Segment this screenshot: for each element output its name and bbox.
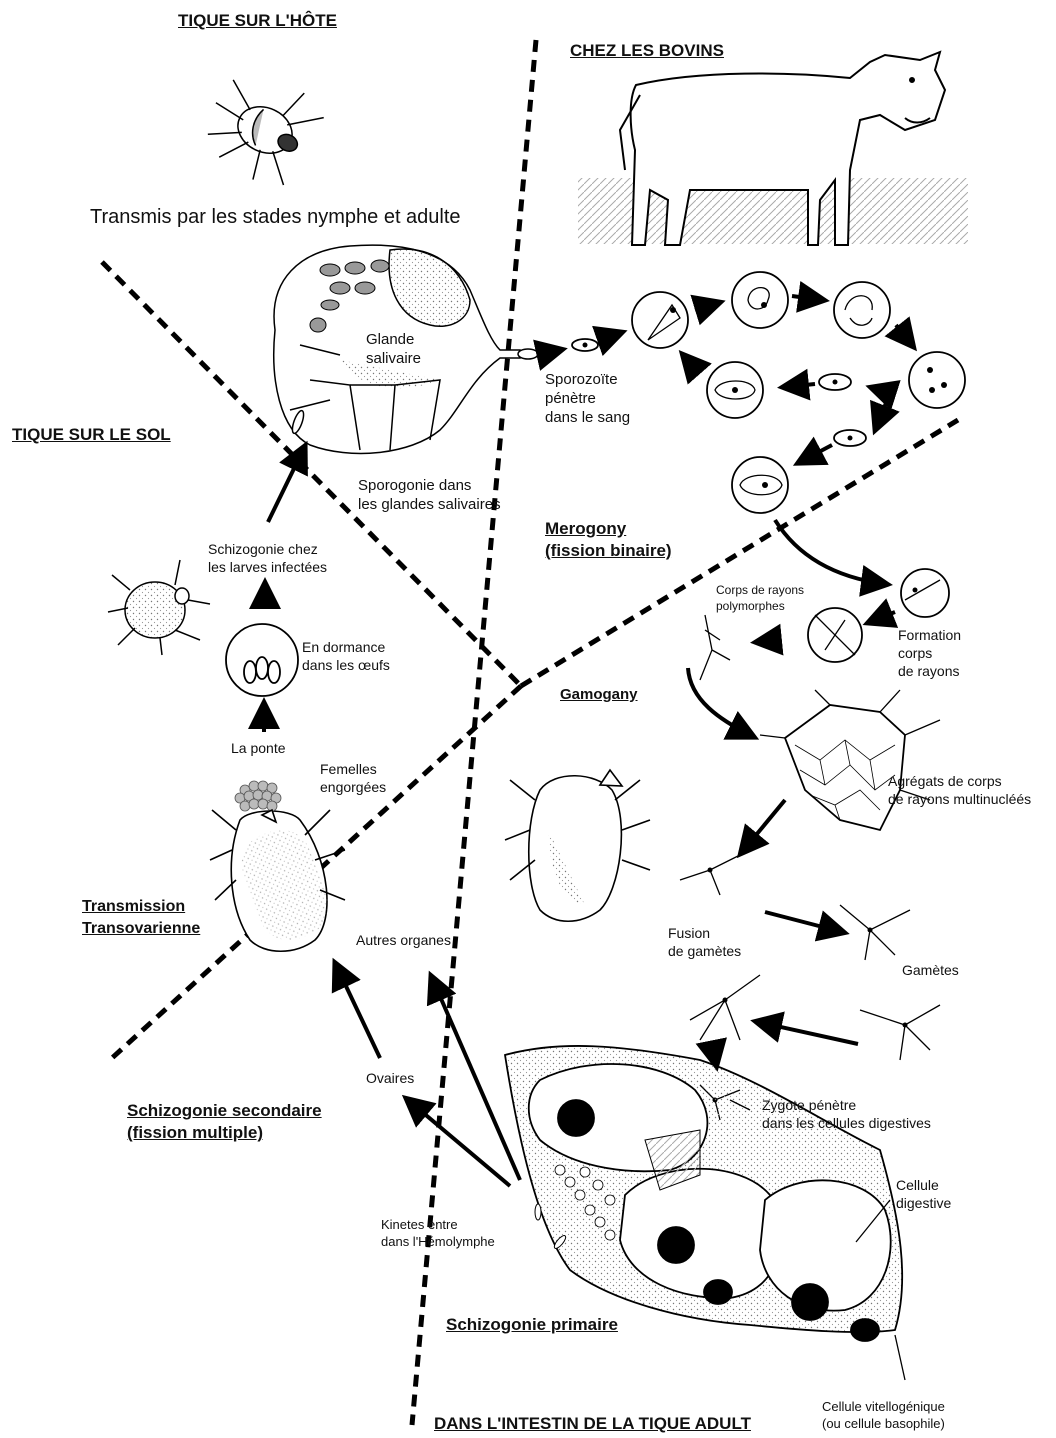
arrow-ovaries: [408, 1100, 510, 1186]
cow-illustration: [578, 52, 968, 245]
heading-tick-on-ground: TIQUE SUR LE SOL: [12, 424, 171, 446]
arrow-mero-5: [876, 398, 888, 428]
arrow-to-salivary: [268, 448, 304, 522]
heading-tick-on-host: TIQUE SUR L'HÔTE: [178, 10, 337, 32]
arrow-mero-3: [896, 325, 912, 345]
heading-merogony: Merogony (fission binaire): [545, 518, 672, 562]
arrow-mero-6: [785, 384, 815, 387]
arrow-spz-1: [542, 350, 560, 354]
heading-primary-schizogony: Schizogonie primaire: [446, 1314, 618, 1336]
label-transmitted: Transmis par les stades nymphe et adulte: [90, 208, 461, 227]
aggregate-cluster: [785, 705, 905, 830]
label-gametes: Gamètes: [902, 962, 959, 978]
label-sporogony: Sporogonie dans les glandes salivaires: [358, 476, 501, 514]
heading-in-gut: DANS L'INTESTIN DE LA TIQUE ADULT: [434, 1413, 751, 1435]
label-other-organs: Autres organes: [356, 932, 451, 948]
label-aggregates: Agrégats de corps de rayons multinucléés: [888, 772, 1031, 808]
heading-in-cattle: CHEZ LES BOVINS: [570, 40, 724, 62]
heading-gamogany: Gamogany: [560, 684, 638, 706]
label-digestive-cell: Cellule digestive: [896, 1176, 951, 1212]
arrow-mero-7: [684, 356, 698, 372]
egg-illustration: [226, 624, 298, 696]
arrow-to-gametes: [765, 912, 842, 932]
larva-illustration: [108, 560, 210, 655]
digestive-cells: [505, 1046, 902, 1341]
arrow-ovaries-tick: [336, 965, 380, 1058]
arrow-gametes-back: [758, 1022, 858, 1044]
label-schizogony-larvae: Schizogonie chez les larves infectées: [208, 540, 327, 576]
label-ray-polymorph: Corps de rayons polymorphes: [716, 582, 804, 614]
arrow-ray-1: [870, 612, 895, 622]
arrow-mero-1: [695, 303, 718, 310]
arrow-mero-4: [873, 388, 895, 395]
heading-transovarian: Transmission Transovarienne: [82, 896, 200, 940]
label-kinetes: Kinetes entre dans l'Hémolymphe: [381, 1216, 495, 1250]
label-ovaries: Ovaires: [366, 1070, 414, 1086]
arrow-to-zygote: [712, 1044, 716, 1064]
arrow-to-aggregates: [688, 668, 752, 736]
arrow-mero-2: [792, 296, 822, 300]
label-gamete-fusion: Fusion de gamètes: [668, 924, 741, 960]
tick-on-host-illustration: [193, 61, 330, 196]
label-laying: La ponte: [231, 740, 286, 756]
arrow-to-ray-formation: [775, 520, 885, 584]
label-vitellogenic: Cellule vitellogénique (ou cellule basop…: [822, 1398, 945, 1432]
arrow-spz-2: [600, 333, 620, 340]
label-ray-formation: Formation corps de rayons: [898, 626, 961, 680]
label-dormant: En dormance dans les œufs: [302, 638, 390, 674]
heading-secondary-schizogony: Schizogonie secondaire (fission multiple…: [127, 1100, 322, 1144]
arrow-ray-2: [758, 640, 778, 642]
label-sporozoite: Sporozoïte pénètre dans le sang: [545, 370, 630, 427]
label-salivary-gland: Glande salivaire: [366, 330, 421, 368]
arrow-to-fusion: [742, 800, 785, 852]
engorged-tick-right: [505, 770, 650, 921]
arrow-mero-8: [800, 445, 832, 462]
label-zygote: Zygote pénètre dans les cellules digesti…: [762, 1096, 931, 1132]
label-engorged: Femelles engorgées: [320, 760, 386, 796]
